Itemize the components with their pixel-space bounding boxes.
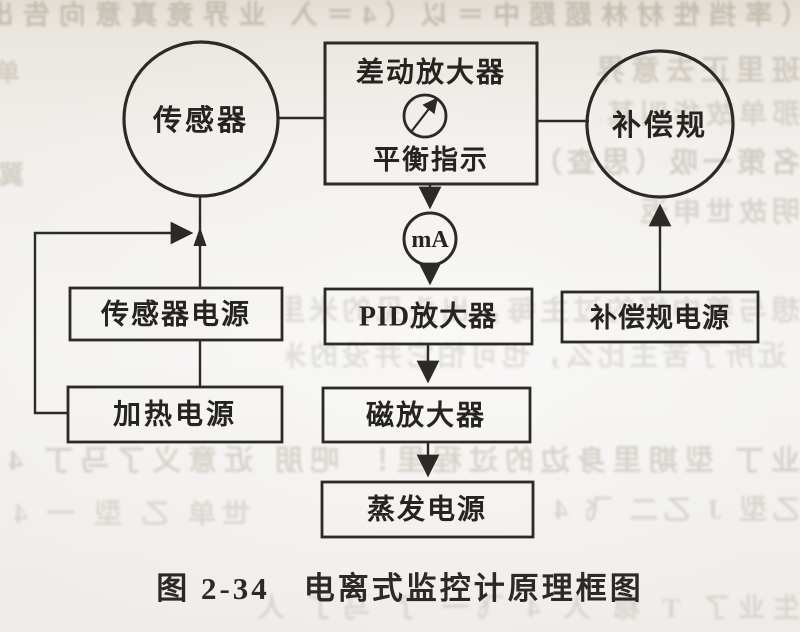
sensor-label: 传感器 [152, 104, 249, 137]
milliammeter-label: mA [411, 227, 449, 253]
heating-power-box [66, 385, 284, 444]
arrowhead-sensorpower-up [193, 227, 207, 246]
evaporation-power-box [320, 480, 535, 539]
balance-meter-needle-icon [410, 97, 438, 133]
pid-amp-box [323, 287, 534, 346]
compensation-gauge-label: 补偿规 [612, 109, 708, 142]
milliammeter-node [402, 211, 458, 267]
compensation-gauge-power-label: 补偿规电源 [590, 303, 730, 333]
arrow-heating-loop [33, 221, 194, 415]
magnetic-amp-label: 磁放大器 [366, 399, 486, 432]
sensor-power-box [68, 286, 284, 342]
heating-power-label: 加热电源 [113, 399, 237, 431]
balance-meter-icon [402, 93, 448, 139]
figure-caption: 图 2-34 电离式监控计原理框图 [156, 571, 644, 606]
diff-amp-label: 差动放大器 [356, 56, 506, 89]
diff-amp-box [323, 41, 539, 186]
pid-amp-label: PID放大器 [359, 300, 497, 333]
compensation-gauge-power-box [560, 290, 760, 344]
sensor-node [122, 40, 280, 198]
magnetic-amp-box [321, 386, 532, 444]
sensor-power-label: 传感器电源 [100, 299, 251, 331]
evaporation-power-label: 蒸发电源 [367, 493, 487, 526]
balance-indicator-label: 平衡指示 [373, 145, 489, 175]
compensation-gauge-node [585, 49, 735, 199]
